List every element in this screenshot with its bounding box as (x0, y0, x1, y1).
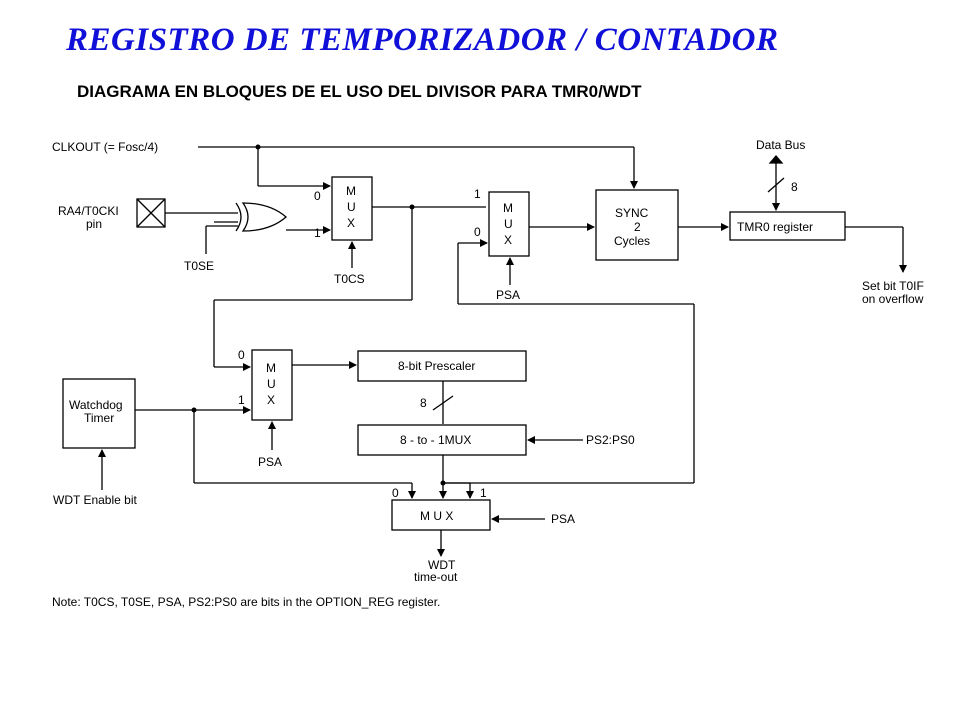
psa-label-mux2: PSA (496, 288, 520, 302)
prescaler-block (357, 350, 527, 382)
watchdog-label-2: Timer (84, 411, 114, 425)
mux3-in1: 1 (238, 393, 245, 407)
junction-mux8 (440, 480, 446, 486)
sync-label-3: Cycles (614, 234, 650, 248)
clkout-label: CLKOUT (= Fosc/4) (52, 140, 158, 154)
t0se-label: T0SE (184, 259, 214, 273)
prescaler-label: 8-bit Prescaler (398, 359, 475, 373)
mux2-letter-m: M (503, 201, 513, 215)
pin-label: pin (86, 217, 102, 231)
mux1-letter-u: U (347, 200, 356, 214)
sync-label-1: SYNC (615, 206, 649, 220)
junction-clkout (255, 144, 261, 150)
diagram-subtitle: DIAGRAMA EN BLOQUES DE EL USO DEL DIVISO… (77, 82, 642, 101)
tmr0-label: TMR0 register (737, 220, 813, 234)
mux8-label: 8 - to - 1MUX (400, 433, 471, 447)
mux-8-to-1 (357, 424, 527, 456)
mux3-letter-m: M (266, 361, 276, 375)
wdt-timeout-label: WDT (428, 558, 456, 572)
set-bit-label: Set bit T0IF (862, 279, 924, 293)
mux2-in0: 0 (474, 225, 481, 239)
footnote: Note: T0CS, T0SE, PSA, PS2:PS0 are bits … (52, 595, 441, 609)
mux1-letter-m: M (346, 184, 356, 198)
mux-bottom-in0: 0 (392, 486, 399, 500)
ps-bits-label: PS2:PS0 (586, 433, 635, 447)
mux1-in0: 0 (314, 189, 321, 203)
mux1 (331, 176, 373, 241)
mux3-letter-x: X (267, 393, 275, 407)
mux2-in1: 1 (474, 187, 481, 201)
bus-slash-mid (432, 395, 454, 411)
mux-bottom-in1: 1 (480, 486, 487, 500)
mux1-in1: 1 (314, 226, 321, 240)
watchdog-label-1: Watchdog (69, 398, 123, 412)
data-bus-label: Data Bus (756, 138, 805, 152)
xor-gate (241, 202, 287, 232)
overflow-label: on overflow (862, 292, 924, 306)
mux3-letter-u: U (267, 377, 276, 391)
watchdog-timer (62, 378, 136, 449)
bus-width-mid: 8 (420, 396, 427, 410)
mux2-letter-u: U (504, 217, 513, 231)
mux3 (251, 349, 293, 421)
psa-label-mux3: PSA (258, 455, 282, 469)
ra4-label: RA4/T0CKI (58, 204, 119, 218)
sync-label-2: 2 (634, 220, 641, 234)
page-title: REGISTRO DE TEMPORIZADOR / CONTADOR (66, 22, 779, 58)
tmr0-register (729, 211, 846, 241)
timeout-label: time-out (414, 570, 458, 584)
sync-block (595, 189, 679, 261)
mux1-letter-x: X (347, 216, 355, 230)
bus-slash-top (767, 177, 785, 193)
mux2-letter-x: X (504, 233, 512, 247)
junction-watchdog (191, 407, 197, 413)
wdt-enable-label: WDT Enable bit (53, 493, 137, 507)
t0cs-label: T0CS (334, 272, 365, 286)
mux-bottom-label: M U X (420, 509, 453, 523)
junction-mux1-out (409, 204, 415, 210)
mux2 (488, 191, 530, 257)
mux3-in0: 0 (238, 348, 245, 362)
bus-width-top: 8 (791, 180, 798, 194)
psa-label-bottom: PSA (551, 512, 575, 526)
